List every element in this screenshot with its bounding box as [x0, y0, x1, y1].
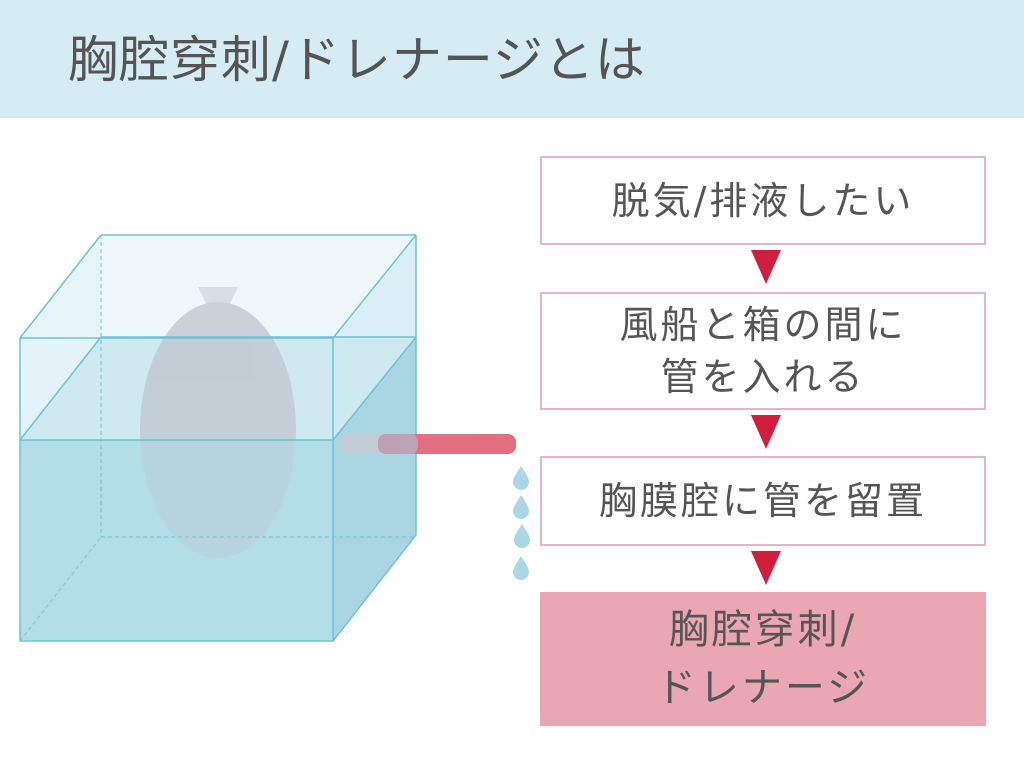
flow-step-1-text: 脱気/排液したい [611, 178, 915, 223]
drop-icon [513, 495, 529, 519]
flow-step-3: 胸膜腔に管を留置 [540, 456, 986, 546]
flow-step-2-text-line1: 風船と箱の間に [619, 303, 907, 347]
flow-step-final: 胸腔穿刺/ ドレナージ [540, 592, 986, 726]
page-title: 胸腔穿刺/ドレナージとは [68, 31, 646, 89]
flow-step-final-text-line1: 胸腔穿刺/ [668, 607, 858, 653]
flow-step-1: 脱気/排液したい [540, 156, 986, 245]
down-arrow-icon [751, 551, 781, 585]
flow-step-2: 風船と箱の間に 管を入れる [540, 292, 986, 410]
flow-step-final-text-line2: ドレナージ [655, 665, 871, 711]
drop-icon [513, 466, 529, 490]
drop-icon [513, 556, 529, 580]
drainage-tube [340, 434, 516, 454]
header-band: 胸腔穿刺/ドレナージとは [0, 0, 1024, 118]
water-front-tint [20, 440, 333, 641]
flow-step-3-text: 胸膜腔に管を留置 [598, 479, 927, 523]
down-arrow-icon [751, 250, 781, 284]
box-edges [19, 234, 417, 642]
down-arrow-icon [751, 415, 781, 449]
water-drops [513, 466, 530, 580]
flow-step-2-text-line2: 管を入れる [660, 355, 866, 399]
drop-icon [514, 524, 530, 548]
